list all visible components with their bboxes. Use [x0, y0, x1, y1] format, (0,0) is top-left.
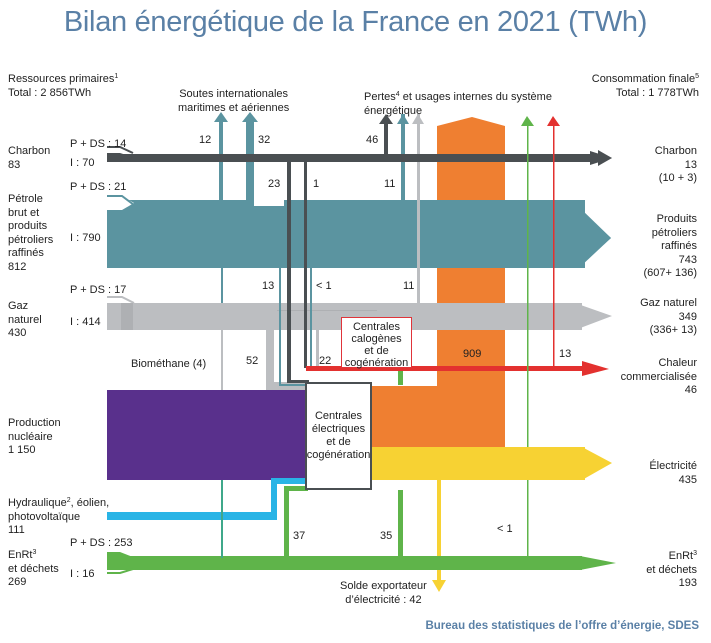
flow-soutes-a: 12 — [199, 134, 212, 146]
pertes-label: Pertes4 et usages internes du système én… — [364, 91, 552, 117]
flow-enrt-pertes: < 1 — [497, 523, 513, 535]
flow-chaleur-pertes: 13 — [559, 348, 572, 360]
flow-gaz-pertes: 11 — [403, 280, 415, 292]
petrole-pds: P + DS : 21 — [70, 181, 127, 193]
flow-petrole-pertes: 11 — [384, 178, 396, 190]
flow-gaz-centrales: 52 — [246, 355, 259, 367]
flow-charbon-calo: 1 — [313, 178, 320, 190]
page-title: Bilan énergétique de la France en 2021 (… — [63, 6, 648, 38]
gaz-pds: P + DS : 17 — [70, 284, 127, 296]
flow-gaz-calo: 22 — [319, 355, 332, 367]
flow-petrole-centrales: 13 — [262, 280, 275, 292]
flow-pertes-elec: 909 — [463, 348, 482, 360]
primary-resources-label: Ressources primaires1 Total : 2 856TWh — [8, 73, 119, 99]
charbon-imports: I : 70 — [70, 157, 95, 169]
final-consumption-label: Consommation finale5 Total : 1 778TWh — [591, 73, 699, 99]
flow-biomethane: Biométhane (4) — [131, 358, 207, 370]
enrt-imports: I : 16 — [70, 568, 95, 580]
enrt-pds: P + DS : 253 — [70, 537, 133, 549]
petrole-imports: I : 790 — [70, 232, 101, 244]
flow-enrt-calo: 35 — [380, 530, 393, 542]
charbon-pds: P + DS : 14 — [70, 138, 127, 150]
flow-pertes-charbon: 46 — [366, 134, 379, 146]
flow-enrt-centrales: 37 — [293, 530, 306, 542]
source-footer: Bureau des statistiques de l’offre d’éne… — [425, 620, 699, 632]
flow-petrole-calo: < 1 — [316, 280, 332, 292]
flow-soutes-b: 32 — [258, 134, 271, 146]
flow-charbon-centrales: 23 — [268, 178, 281, 190]
gaz-imports: I : 414 — [70, 316, 101, 328]
pertes-flow — [370, 117, 505, 447]
